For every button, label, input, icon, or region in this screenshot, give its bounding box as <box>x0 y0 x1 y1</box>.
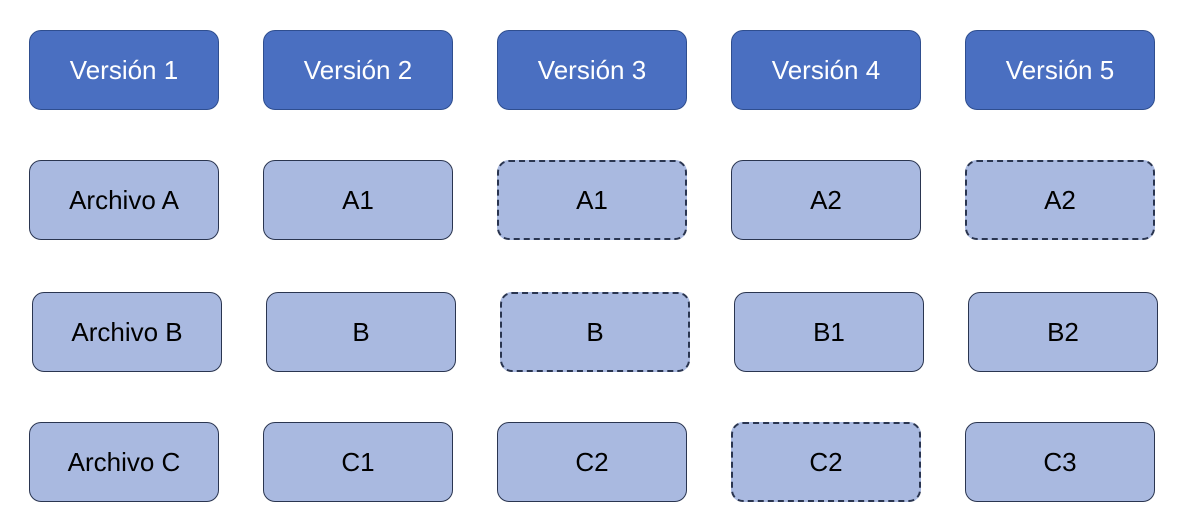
version-1-header: Versión 1 <box>29 30 219 110</box>
file-a-box: Archivo A <box>29 160 219 240</box>
file-c-version-2-box: C1 <box>263 422 453 502</box>
file-c-version-3-box: C2 <box>497 422 687 502</box>
file-b-version-3-box: B <box>500 292 690 372</box>
file-a-version-5-box: A2 <box>965 160 1155 240</box>
version-3-header: Versión 3 <box>497 30 687 110</box>
file-a-version-4-box: A2 <box>731 160 921 240</box>
file-b-version-2-box: B <box>266 292 456 372</box>
file-b-box: Archivo B <box>32 292 222 372</box>
version-4-header: Versión 4 <box>731 30 921 110</box>
file-a-version-3-box: A1 <box>497 160 687 240</box>
file-a-version-2-box: A1 <box>263 160 453 240</box>
version-5-header: Versión 5 <box>965 30 1155 110</box>
version-2-header: Versión 2 <box>263 30 453 110</box>
file-c-version-5-box: C3 <box>965 422 1155 502</box>
file-c-version-4-box: C2 <box>731 422 921 502</box>
file-c-box: Archivo C <box>29 422 219 502</box>
file-b-version-5-box: B2 <box>968 292 1158 372</box>
file-b-version-4-box: B1 <box>734 292 924 372</box>
